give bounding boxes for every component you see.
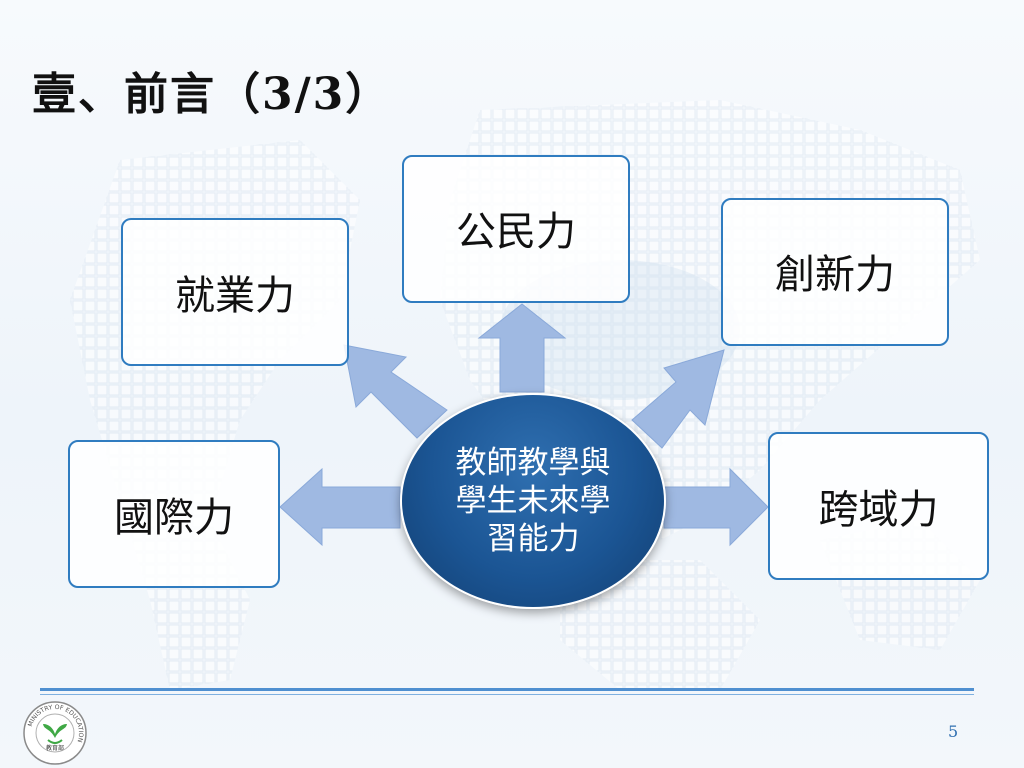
- arrow-to-employability: [343, 344, 448, 439]
- central-node-text: 教師教學與 學生未來學 習能力: [428, 444, 638, 558]
- node-cross-domain-label: 跨域力: [818, 487, 939, 533]
- arrow-to-citizenship: [477, 303, 567, 393]
- arrow-to-innovation: [631, 349, 725, 449]
- ministry-of-education-logo: MINISTRY OF EDUCATION 教育部: [23, 701, 87, 765]
- node-citizenship-label: 公民力: [456, 209, 576, 255]
- node-citizenship: 公民力: [402, 155, 630, 303]
- logo-name: 教育部: [46, 744, 64, 752]
- node-international: 國際力: [68, 440, 280, 588]
- arrow-to-international: [279, 467, 401, 547]
- node-innovation-label: 創新力: [775, 252, 895, 298]
- slide-title: 壹、前言（3/3）: [32, 69, 392, 120]
- central-line-3: 習能力: [486, 521, 580, 557]
- node-employability: 就業力: [121, 218, 349, 366]
- node-employability-label: 就業力: [175, 273, 295, 319]
- node-innovation: 創新力: [721, 198, 949, 346]
- central-line-1: 教師教學與: [455, 445, 611, 481]
- node-international-label: 國際力: [114, 495, 234, 541]
- arrow-to-cross-domain: [663, 467, 769, 547]
- node-cross-domain: 跨域力: [768, 432, 989, 580]
- footer-divider: [40, 688, 974, 698]
- central-node: 教師教學與 學生未來學 習能力: [400, 393, 666, 609]
- central-line-2: 學生未來學: [455, 483, 611, 519]
- page-number: 5: [948, 722, 959, 741]
